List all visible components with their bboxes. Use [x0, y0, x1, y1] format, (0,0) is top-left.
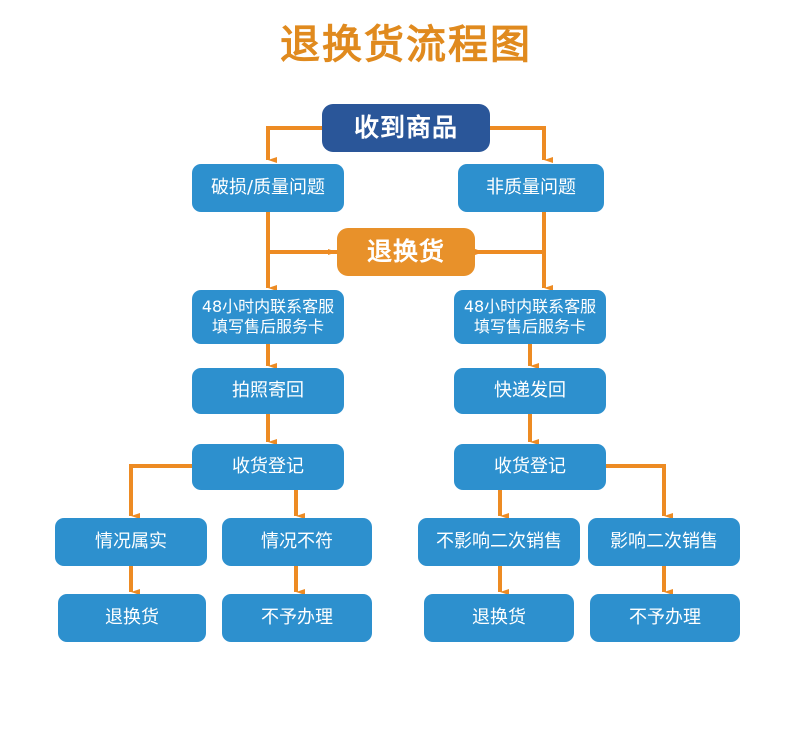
node-contact-left[interactable]: 48小时内联系客服 填写售后服务卡: [192, 290, 344, 344]
node-return-exchange-left[interactable]: 退换货: [58, 594, 206, 642]
node-damage-quality[interactable]: 破损/质量问题: [192, 164, 344, 212]
node-return-exchange-left-label: 退换货: [105, 607, 159, 629]
node-return-exchange-right-label: 退换货: [472, 607, 526, 629]
node-receive-goods-label: 收到商品: [353, 112, 458, 142]
node-receipt-register-left[interactable]: 收货登记: [192, 444, 344, 490]
node-situation-true[interactable]: 情况属实: [55, 518, 207, 566]
node-non-quality-label: 非质量问题: [486, 177, 576, 199]
node-impact-resale-label: 影响二次销售: [610, 531, 718, 553]
node-return-exchange-right[interactable]: 退换货: [424, 594, 574, 642]
page-title: 退换货流程图: [280, 22, 532, 68]
node-no-impact-resale[interactable]: 不影响二次销售: [418, 518, 580, 566]
node-situation-true-label: 情况属实: [95, 531, 167, 553]
node-return-exchange-center-label: 退换货: [366, 236, 445, 266]
node-receive-goods[interactable]: 收到商品: [322, 104, 490, 152]
node-contact-right-line1: 48小时内联系客服: [463, 297, 597, 317]
connector-registerright-to-impact: [606, 464, 673, 519]
node-no-processing-left-label: 不予办理: [261, 607, 333, 629]
node-non-quality[interactable]: 非质量问题: [458, 164, 604, 212]
node-contact-right-line2: 填写售后服务卡: [473, 317, 586, 336]
node-no-processing-right[interactable]: 不予办理: [590, 594, 740, 642]
node-contact-right[interactable]: 48小时内联系客服 填写售后服务卡: [454, 290, 606, 344]
node-receipt-register-right-label: 收货登记: [494, 456, 566, 478]
connector-receive-to-nonquality: [490, 126, 553, 163]
node-damage-quality-label: 破损/质量问题: [210, 177, 326, 199]
node-contact-left-line1: 48小时内联系客服: [201, 297, 335, 317]
node-no-processing-left[interactable]: 不予办理: [222, 594, 372, 642]
node-no-processing-right-label: 不予办理: [629, 607, 701, 629]
node-receipt-register-right[interactable]: 收货登记: [454, 444, 606, 490]
node-receipt-register-left-label: 收货登记: [232, 456, 304, 478]
node-no-impact-resale-label: 不影响二次销售: [436, 531, 562, 553]
connector-registerleft-to-true: [129, 464, 192, 519]
node-express-send-back[interactable]: 快递发回: [454, 368, 606, 414]
node-situation-false[interactable]: 情况不符: [222, 518, 372, 566]
node-photo-send-back[interactable]: 拍照寄回: [192, 368, 344, 414]
node-photo-send-back-label: 拍照寄回: [232, 380, 304, 402]
node-contact-left-line2: 填写售后服务卡: [211, 317, 324, 336]
node-impact-resale[interactable]: 影响二次销售: [588, 518, 740, 566]
node-express-send-back-label: 快递发回: [494, 380, 566, 402]
node-return-exchange-center[interactable]: 退换货: [337, 228, 475, 276]
connector-receive-to-damage: [266, 126, 322, 163]
node-situation-false-label: 情况不符: [261, 531, 333, 553]
